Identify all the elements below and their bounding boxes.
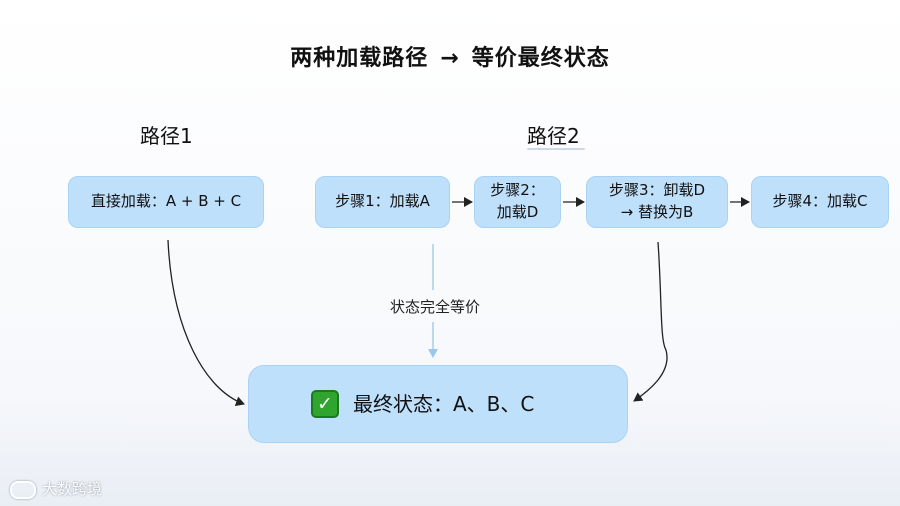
watermark: 大数跨境 bbox=[10, 478, 102, 499]
final-state-text: 最终状态：A、B、C bbox=[353, 391, 535, 416]
direct-load-box: 直接加载：A + B + C bbox=[68, 176, 264, 228]
final-state-box: ✓ 最终状态：A、B、C bbox=[248, 365, 628, 443]
path2-label: 路径2 bbox=[527, 124, 580, 148]
check-mark-icon: ✓ bbox=[311, 390, 339, 418]
path1-label: 路径1 bbox=[140, 124, 193, 148]
watermark-text: 大数跨境 bbox=[42, 480, 103, 498]
path2-underline bbox=[527, 148, 585, 150]
step1-box: 步骤1：加载A bbox=[315, 176, 450, 228]
diagram-title: 两种加载路径 → 等价最终状态 bbox=[0, 40, 900, 72]
arrow-step3-to-final bbox=[633, 241, 668, 402]
step3-box: 步骤3：卸载D → 替换为B bbox=[586, 176, 728, 228]
watermark-logo-icon bbox=[10, 480, 36, 499]
step2-box: 步骤2： 加载D bbox=[474, 176, 561, 228]
title-arrow-icon: → bbox=[440, 46, 460, 71]
title-left: 两种加载路径 bbox=[290, 46, 429, 71]
step4-box: 步骤4：加载C bbox=[751, 176, 889, 228]
title-right: 等价最终状态 bbox=[471, 46, 610, 71]
arrow-direct-to-final bbox=[167, 239, 245, 406]
equivalence-label: 状态完全等价 bbox=[389, 298, 480, 316]
